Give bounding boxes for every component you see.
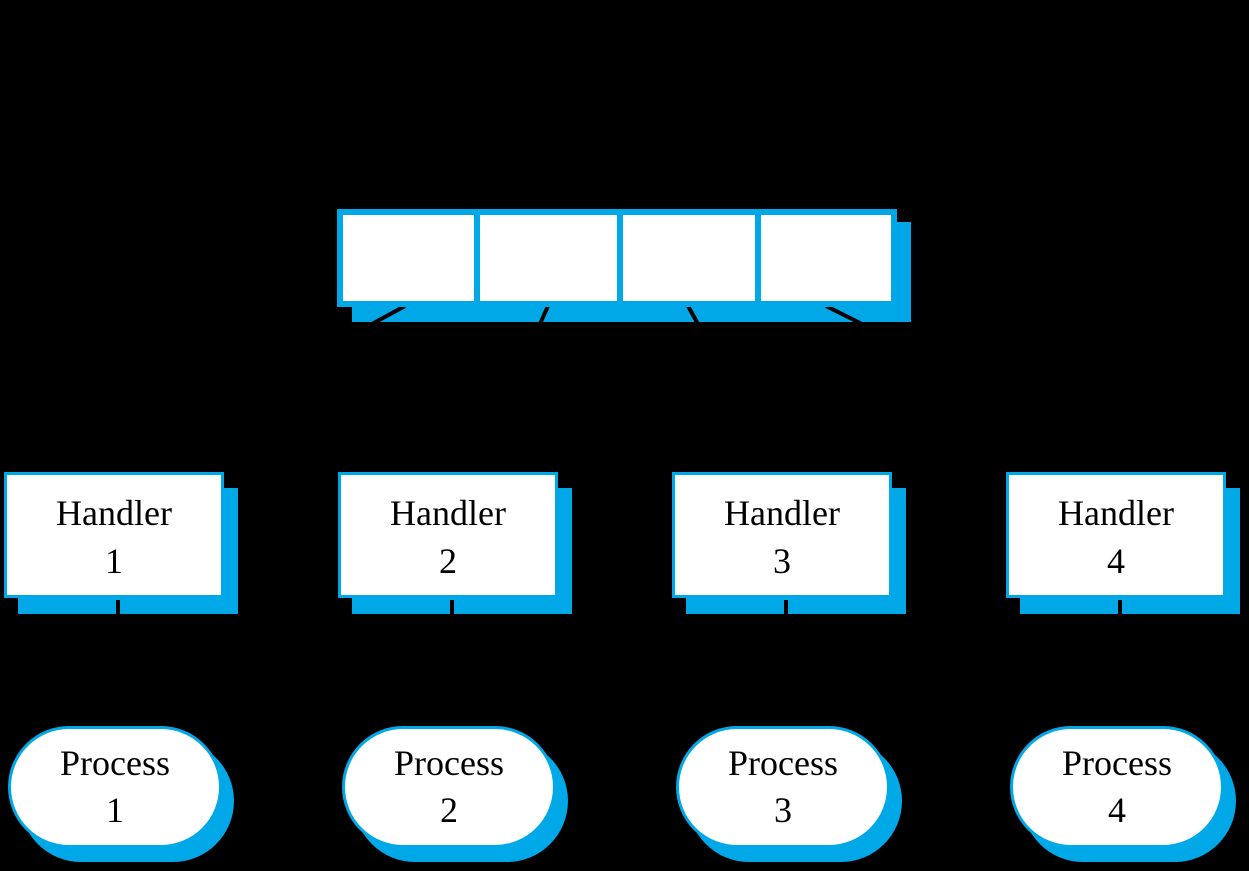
handler-number: 3 <box>773 541 791 581</box>
process-node-3: Process 3 <box>676 726 890 848</box>
process-label: Process <box>728 743 838 783</box>
handler-label: Handler <box>724 493 840 533</box>
process-node-4: Process 4 <box>1010 726 1224 848</box>
handler-label: Handler <box>56 493 172 533</box>
connector-slot-3 <box>686 305 700 325</box>
connector-slot-4 <box>825 304 863 326</box>
diagram-title: Interrupts <box>546 12 703 57</box>
vector-label-line2: vector <box>175 261 265 301</box>
handler-box-1: Handler 1 <box>4 472 224 598</box>
process-number: 1 <box>106 790 124 830</box>
handler-label: Handler <box>390 493 506 533</box>
process-number: 4 <box>1108 790 1126 830</box>
vector-slot-4 <box>757 211 895 305</box>
process-node-2: Process 2 <box>342 726 556 848</box>
connector-slot-1 <box>371 304 406 326</box>
process-label: Process <box>1062 743 1172 783</box>
handler-number: 1 <box>105 541 123 581</box>
handler-number: 2 <box>439 541 457 581</box>
handler-number: 4 <box>1107 541 1125 581</box>
process-node-1: Process 1 <box>8 726 222 848</box>
process-label: Process <box>60 743 170 783</box>
vector-slot-2 <box>476 211 621 305</box>
handler-label: Handler <box>1058 493 1174 533</box>
vector-label-line1: Interrupt <box>157 215 283 255</box>
handler-box-3: Handler 3 <box>672 472 892 598</box>
connector-slot-2 <box>538 305 550 325</box>
interrupt-vector-label: Interrupt vector <box>120 212 320 304</box>
process-number: 3 <box>774 790 792 830</box>
handler-box-4: Handler 4 <box>1006 472 1226 598</box>
process-number: 2 <box>440 790 458 830</box>
handler-box-2: Handler 2 <box>338 472 558 598</box>
process-label: Process <box>394 743 504 783</box>
vector-slot-1 <box>339 211 478 305</box>
